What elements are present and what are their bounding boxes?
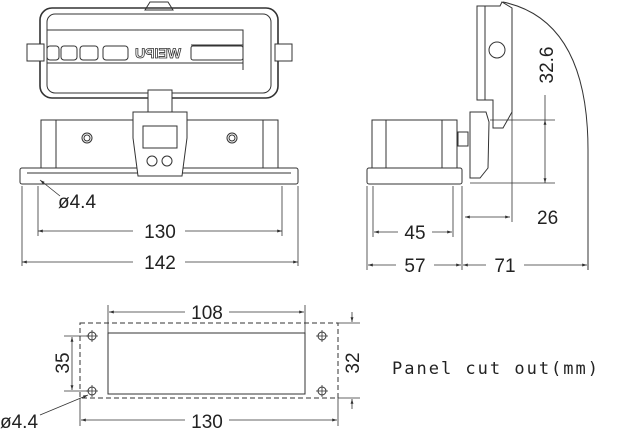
front-width-142-label: 142 — [144, 253, 176, 274]
hinge — [132, 111, 188, 177]
side-base-width-label: 57 — [404, 256, 425, 277]
hole-spacing-height-label: 35 — [53, 352, 74, 373]
outline-dashed — [79, 322, 339, 399]
front-hole-diameter-label: ø4.4 — [58, 192, 96, 213]
cover-left-latch — [26, 43, 45, 62]
panel-cutout: 108 130 35 32 ø4.4 Panel cut out(mm) — [0, 303, 600, 433]
screw-icon — [226, 132, 238, 144]
cutout-hole-diameter-label: ø4.4 — [0, 412, 38, 433]
cutout-rect — [107, 332, 306, 395]
cover-swing-arc — [502, 1, 589, 270]
screw-icon — [161, 155, 173, 167]
side-housing — [371, 119, 458, 169]
side-view: 32.6 26 45 57 71 — [366, 1, 589, 277]
weipu-logo: WEIPU — [135, 45, 181, 61]
screw-icon — [81, 132, 93, 144]
front-view: WEIPU ø4.4 130 142 — [19, 1, 299, 274]
side-flange — [366, 167, 463, 185]
open-cover — [476, 1, 513, 129]
mounting-hole-icon — [86, 330, 328, 397]
cutout-height-label: 32 — [343, 352, 364, 373]
panel-cutout-title: Panel cut out(mm) — [392, 359, 600, 379]
side-body-width-label: 45 — [404, 223, 425, 244]
screw-icon — [146, 155, 158, 167]
side-height-label: 32.6 — [537, 47, 558, 84]
side-cover-reach-label: 71 — [494, 256, 515, 277]
cutout-width-label: 108 — [191, 303, 223, 324]
side-offset-label: 26 — [537, 208, 558, 229]
front-width-130-label: 130 — [144, 222, 176, 243]
cover-right-latch — [274, 43, 293, 62]
side-hinge — [469, 111, 490, 179]
hole-spacing-width-label: 130 — [191, 412, 223, 433]
